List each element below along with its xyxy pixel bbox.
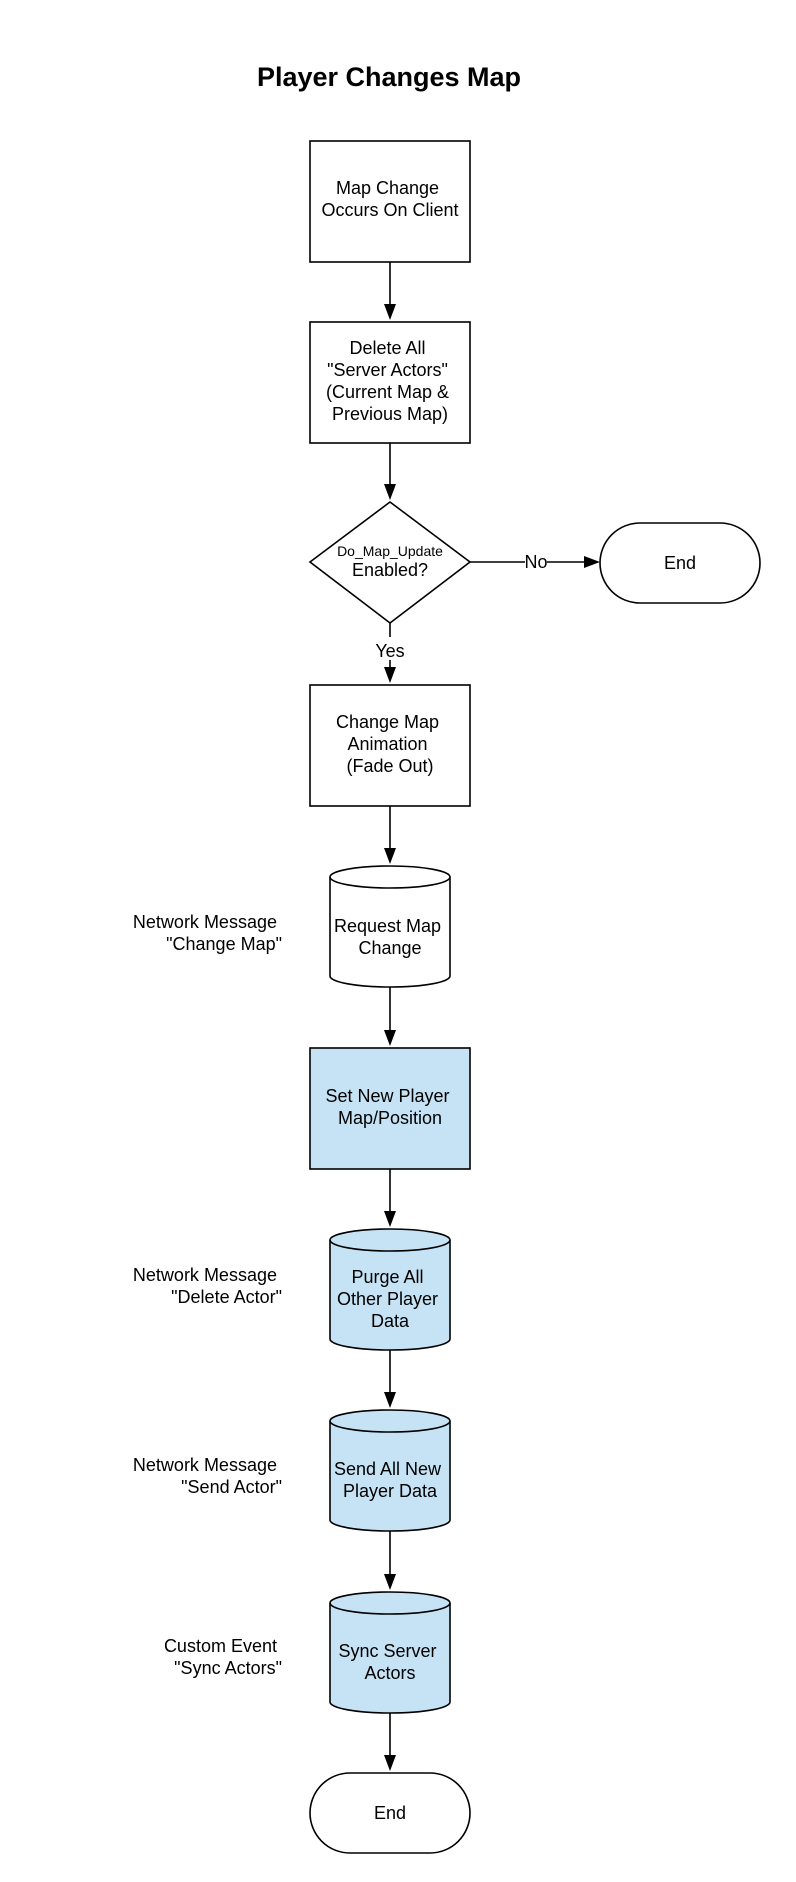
svg-text:Send All New Player Data: Send All New Player Data <box>334 1459 446 1501</box>
svg-text:End: End <box>374 1803 406 1823</box>
connector-decision-yes <box>384 623 396 683</box>
process-delete-server-actors[interactable]: Delete All "Server Actors" (Current Map … <box>309 321 471 444</box>
svg-text:End: End <box>664 553 696 573</box>
terminator-end-right[interactable]: End <box>599 522 761 604</box>
datastore-request-map-change[interactable]: Request Map Change <box>329 865 451 988</box>
connector-purge-to-send <box>384 1350 396 1408</box>
datastore-send-player-data[interactable]: Send All New Player Data <box>329 1409 451 1532</box>
annotation-send-actor: Network Message "Send Actor" <box>133 1455 282 1497</box>
decision-map-update-enabled[interactable]: Do_Map_Update Enabled? <box>308 501 472 625</box>
process-set-player-position[interactable]: Set New Player Map/Position <box>309 1047 471 1170</box>
diagram-title: Player Changes Map <box>257 62 521 92</box>
svg-text:Request Map Change: Request Map Change <box>334 916 446 958</box>
connector-request-to-set <box>384 987 396 1046</box>
edge-label-no: No <box>524 552 547 572</box>
process-change-map-animation[interactable]: Change Map Animation (Fade Out) <box>309 684 471 807</box>
connector-map-change-to-delete <box>384 262 396 320</box>
svg-text:Set New Player Map/Posit: Set New Player Map/Position <box>325 1086 454 1128</box>
svg-text:Delete All "Server Actor: Delete All "Server Actors" (Current Map … <box>326 338 454 424</box>
connector-send-to-sync <box>384 1531 396 1590</box>
annotation-delete-actor: Network Message "Delete Actor" <box>133 1265 282 1307</box>
edge-label-yes: Yes <box>375 641 404 661</box>
connector-decision-no <box>470 556 600 568</box>
connector-set-to-purge <box>384 1169 396 1227</box>
svg-text:Enabled?: Enabled? <box>352 560 428 580</box>
svg-text:Map Change Occurs On Cli: Map Change Occurs On Client <box>321 178 458 220</box>
svg-text:Sync Server Actors: Sync Server Actors <box>338 1641 441 1683</box>
annotation-sync-actors: Custom Event "Sync Actors" <box>164 1636 282 1678</box>
connector-sync-to-end <box>384 1713 396 1771</box>
annotation-change-map: Network Message "Change Map" <box>133 912 282 954</box>
datastore-sync-server-actors[interactable]: Sync Server Actors <box>329 1591 451 1714</box>
process-map-change[interactable]: Map Change Occurs On Client <box>309 140 471 263</box>
svg-text:Do_Map_Update: Do_Map_Update <box>337 543 443 559</box>
svg-text:Change Map Animation: Change Map Animation (Fade Out) <box>336 712 444 776</box>
svg-text:Purge All Other Player: Purge All Other Player Data <box>337 1267 443 1331</box>
connector-delete-to-decision <box>384 443 396 500</box>
datastore-purge-player-data[interactable]: Purge All Other Player Data <box>329 1228 451 1351</box>
terminator-end-bottom[interactable]: End <box>309 1772 471 1854</box>
connector-anim-to-request <box>384 806 396 864</box>
